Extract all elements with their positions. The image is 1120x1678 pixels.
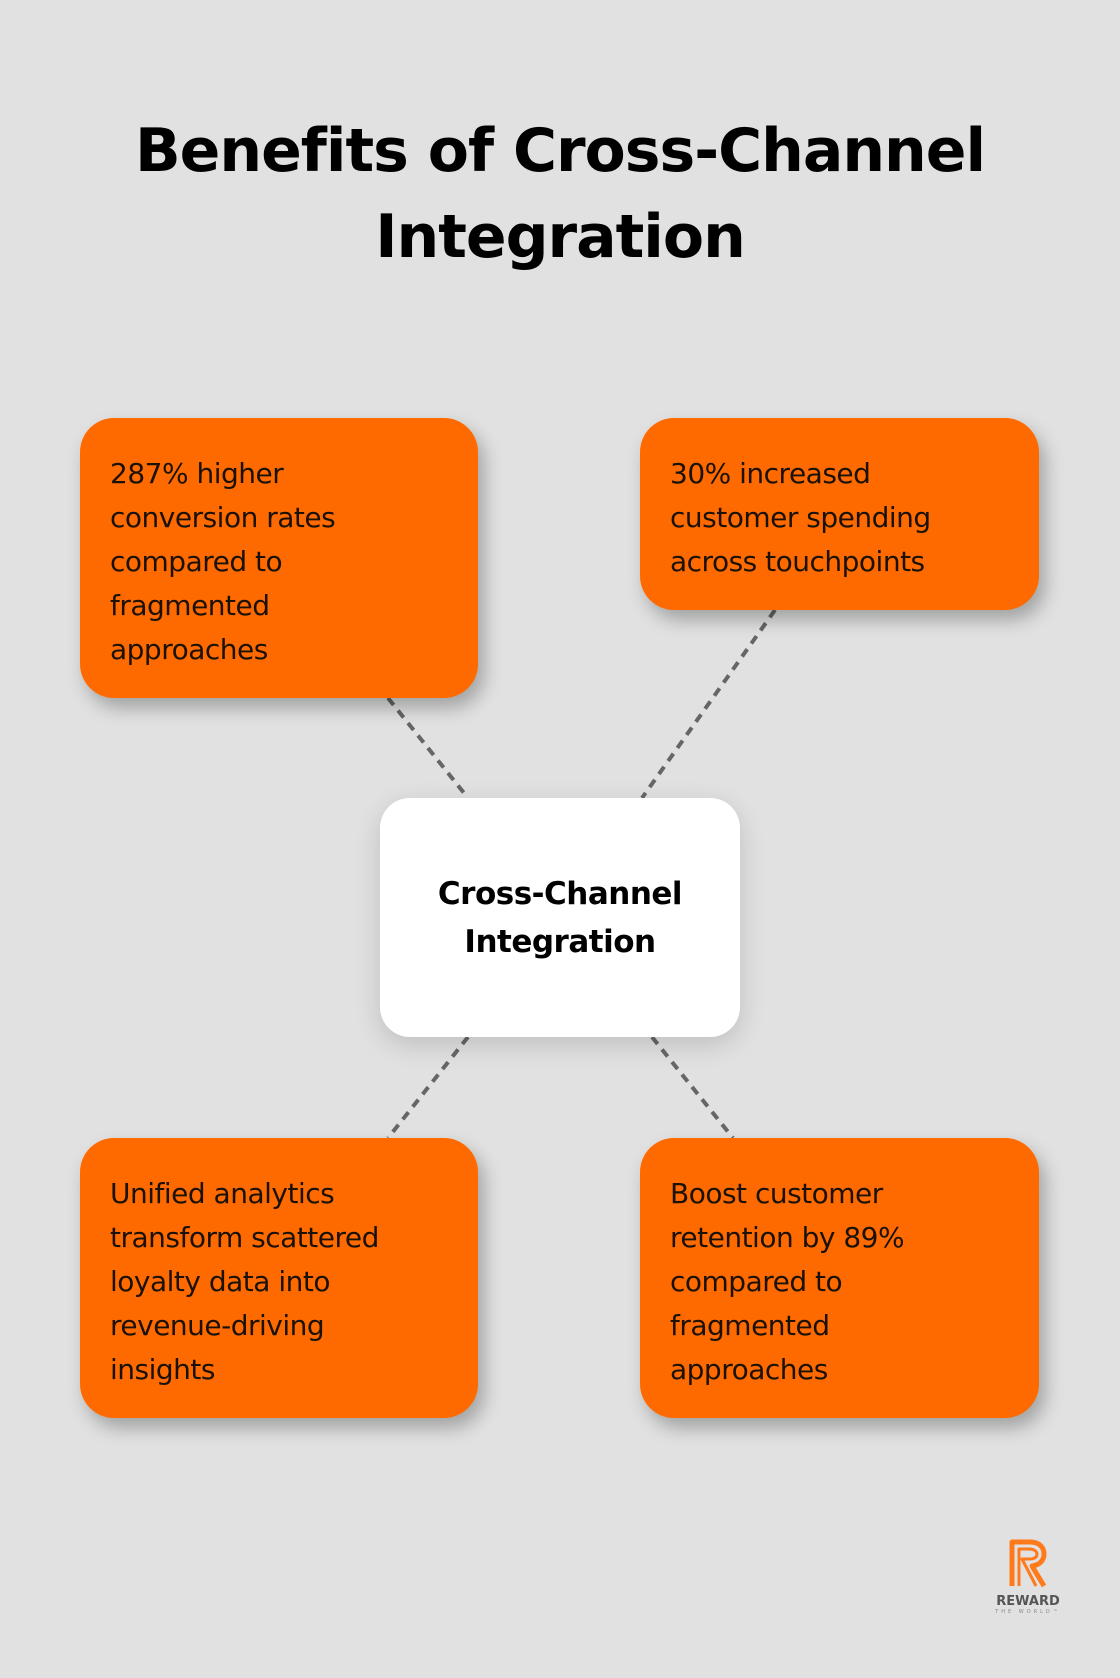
benefit-text: retention by 89% <box>670 1221 905 1254</box>
connector-top-right <box>640 608 777 800</box>
logo-name: REWARD <box>996 1594 1060 1609</box>
title-line-2: Integration <box>375 202 746 272</box>
benefit-text: compared to <box>670 1265 843 1298</box>
benefit-text: Boost customer <box>670 1177 883 1210</box>
center-line-1: Cross-Channel <box>437 875 683 912</box>
benefit-text: insights <box>110 1353 215 1386</box>
benefit-text: fragmented <box>110 589 270 622</box>
brand-logo: REWARD THE WORLD™ <box>990 1538 1066 1615</box>
benefit-text: 30% increased <box>670 457 871 490</box>
reward-r-logo-icon <box>1009 1539 1047 1588</box>
benefit-text: revenue-driving <box>110 1309 325 1342</box>
benefit-text: approaches <box>110 633 268 666</box>
connector-bottom-left <box>386 1035 470 1140</box>
benefit-text: conversion rates <box>110 501 336 534</box>
benefit-text: fragmented <box>670 1309 830 1342</box>
benefit-text: customer spending <box>670 501 931 534</box>
center-node-label: Cross-Channel Integration <box>437 870 683 966</box>
center-node: Cross-Channel Integration <box>380 798 740 1037</box>
benefit-text: loyalty data into <box>110 1265 330 1298</box>
page-title: Benefits of Cross-Channel Integration <box>0 108 1120 280</box>
benefit-text: approaches <box>670 1353 828 1386</box>
logo-tagline: THE WORLD™ <box>995 1609 1061 1615</box>
connector-top-left <box>386 696 470 800</box>
center-line-2: Integration <box>464 923 656 960</box>
benefit-text: compared to <box>110 545 283 578</box>
title-line-1: Benefits of Cross-Channel <box>134 116 986 186</box>
benefit-text: across touchpoints <box>670 545 925 578</box>
benefit-text: transform scattered <box>110 1221 379 1254</box>
benefit-box-spending: 30% increased customer spending across t… <box>640 418 1039 610</box>
benefit-text: Unified analytics <box>110 1177 335 1210</box>
connector-bottom-right <box>650 1035 735 1140</box>
benefit-text: 287% higher <box>110 457 284 490</box>
benefit-box-retention: Boost customer retention by 89% compared… <box>640 1138 1039 1418</box>
benefit-box-analytics: Unified analytics transform scattered lo… <box>80 1138 478 1418</box>
benefit-box-conversion: 287% higher conversion rates compared to… <box>80 418 478 698</box>
